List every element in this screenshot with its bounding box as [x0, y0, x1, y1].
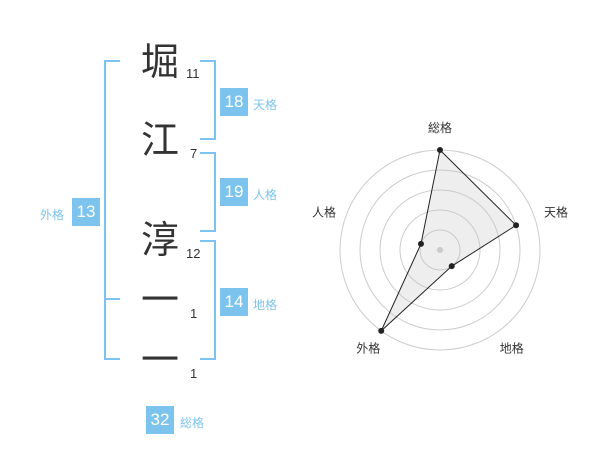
- radar-ring: [419, 229, 461, 271]
- chikaku-bracket-top: [200, 240, 216, 242]
- jinkaku-bracket-bottom: [200, 230, 216, 232]
- jinkaku-bracket-top: [200, 152, 216, 154]
- gaikaku-bracket-top: [104, 60, 120, 62]
- chikaku-bracket-bottom: [200, 358, 216, 360]
- stroke-count-2: 7: [190, 146, 198, 161]
- jinkaku-value: 19: [220, 178, 248, 206]
- chikaku-value: 14: [220, 288, 248, 316]
- chikaku-label: 地格: [253, 298, 278, 312]
- radar-axis-label-4: 人格: [312, 204, 336, 219]
- radar-point-2: [448, 263, 455, 270]
- radar-point-3: [378, 327, 385, 334]
- name-char-3: 淳: [140, 218, 179, 262]
- stroke-count-1: 11: [186, 66, 200, 81]
- name-char-5: 一: [140, 338, 179, 382]
- radar-point-0: [437, 147, 443, 153]
- tenkaku-value: 18: [220, 88, 248, 116]
- radar-center: [437, 247, 443, 253]
- radar-ring: [379, 189, 501, 311]
- radar-point-4: [417, 240, 424, 247]
- gaikaku-bracket-bottom: [104, 358, 120, 360]
- stroke-count-3: 12: [186, 246, 201, 261]
- stroke-count-4: 1: [190, 306, 198, 321]
- radar-axis-label-2: 地格: [500, 341, 524, 356]
- jinkaku-bracket-vertical: [214, 152, 216, 232]
- radar-ring: [399, 209, 481, 291]
- tenkaku-bracket-bottom: [200, 138, 216, 140]
- name-char-1: 堀: [140, 40, 179, 84]
- tenkaku-label: 天格: [253, 98, 278, 112]
- gaikaku-value: 13: [72, 198, 100, 226]
- tenkaku-bracket-vertical: [214, 60, 216, 140]
- radar-axis-label-0: 総格: [428, 120, 452, 135]
- radar-axis-label-3: 外格: [356, 341, 380, 356]
- radar-point-1: [513, 222, 520, 229]
- tenkaku-bracket-top: [200, 60, 216, 62]
- gaikaku-label: 外格: [40, 208, 65, 222]
- gaikaku-bracket-mid: [104, 298, 120, 300]
- radar-ring: [359, 169, 521, 331]
- gaikaku-bracket-vertical: [104, 60, 106, 360]
- name-char-4: 一: [140, 278, 179, 322]
- soukaku-label: 総格: [180, 416, 205, 430]
- jinkaku-label: 人格: [253, 188, 278, 202]
- radar-axis-label-1: 天格: [544, 204, 568, 219]
- soukaku-value: 32: [146, 406, 174, 434]
- stroke-count-5: 1: [190, 366, 198, 381]
- radar-polygon: [380, 148, 517, 332]
- name-char-2: 江: [140, 118, 179, 162]
- chikaku-bracket-vertical: [214, 240, 216, 360]
